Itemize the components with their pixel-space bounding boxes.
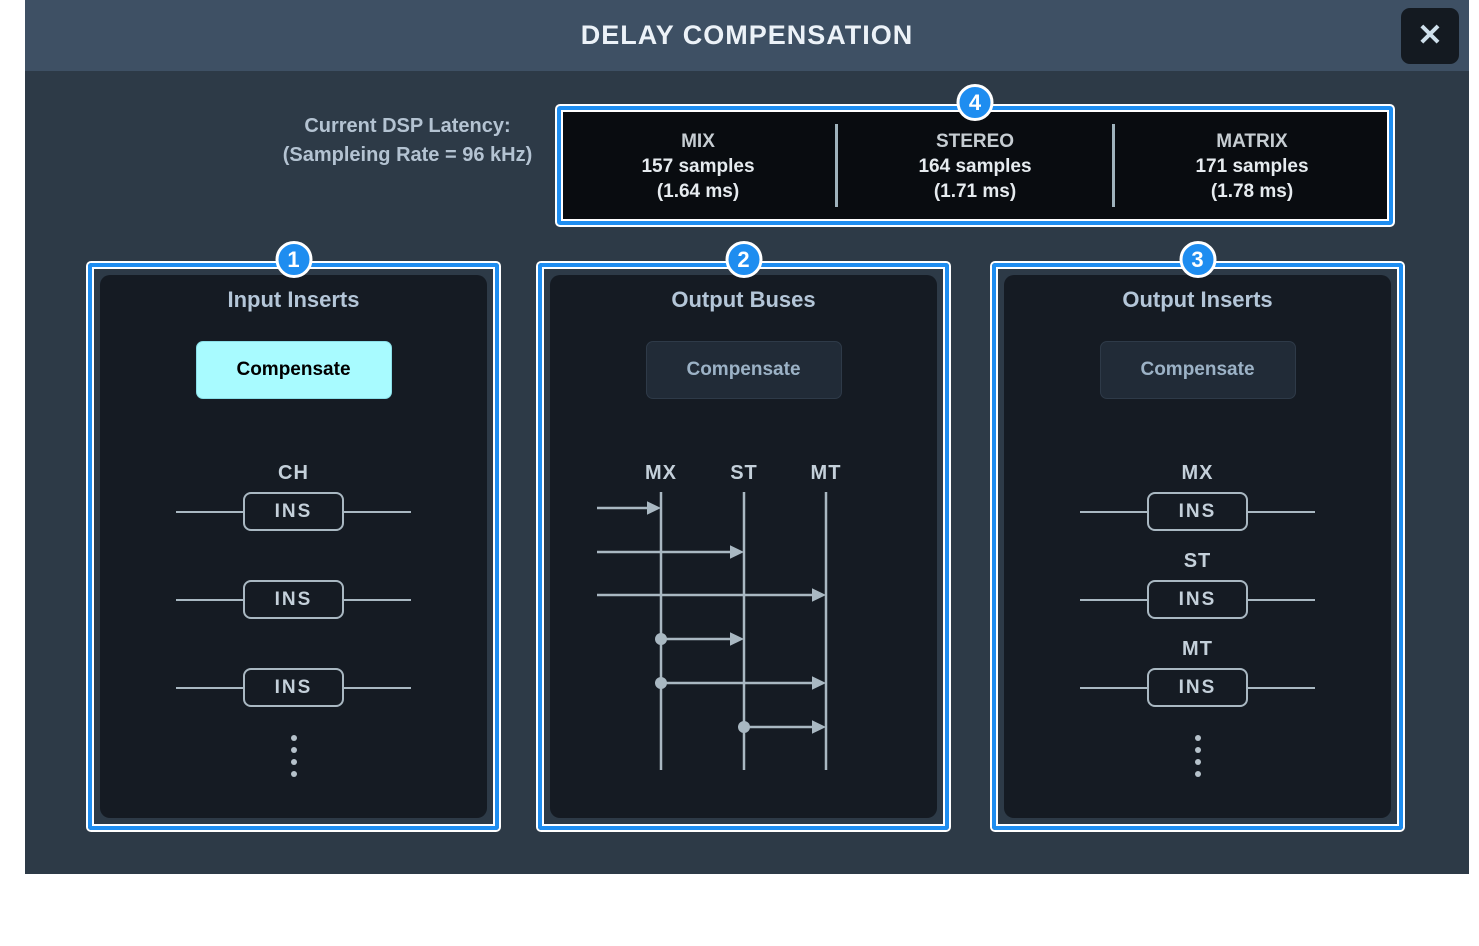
bus-label-st: ST (730, 462, 758, 484)
callout-badge-3: 3 (1179, 241, 1216, 278)
signal-wire (1080, 510, 1147, 513)
signal-wire (176, 510, 243, 513)
delay-compensation-dialog: DELAY COMPENSATION ✕ Current DSP Latency… (25, 0, 1469, 874)
output-buses-panel: 2 Output Buses Compensate MX ST MT (538, 241, 949, 830)
latency-ms-mix: (1.64 ms) (656, 180, 740, 202)
bus-label-mt: MT (810, 462, 842, 484)
signal-wire (1248, 510, 1315, 513)
column-divider (835, 124, 838, 207)
dsp-latency-panel: 4 MIX 157 samples (1.64 ms) STEREO 164 s… (557, 84, 1393, 225)
ins-block: INS (243, 580, 344, 619)
bus-name-stereo: STEREO (935, 130, 1015, 152)
output-inserts-title: Output Inserts (1122, 287, 1273, 312)
signal-wire (344, 510, 411, 513)
latency-column-matrix: MATRIX 171 samples (1.78 ms) (1115, 110, 1389, 221)
dsp-latency-label: Current DSP Latency: (Sampleing Rate = 9… (265, 112, 550, 170)
ins-block: INS (243, 668, 344, 707)
insert-block-row: INS (1080, 580, 1315, 619)
dsp-latency-label-line1: Current DSP Latency: (304, 115, 511, 137)
callout-badge-4: 4 (956, 84, 994, 121)
input-inserts-compensate-button[interactable]: Compensate (195, 341, 392, 399)
ins-block: INS (243, 492, 344, 531)
ins-row-label-mt: MT (1182, 638, 1213, 660)
dsp-latency-label-line2: (Sampleing Rate = 96 kHz) (282, 144, 533, 166)
close-button[interactable]: ✕ (1401, 8, 1459, 64)
signal-wire (176, 598, 243, 601)
output-buses-compensate-button[interactable]: Compensate (645, 341, 842, 399)
insert-block-row: INS (1080, 492, 1315, 531)
bus-name-mix: MIX (681, 130, 715, 152)
latency-column-mix: MIX 157 samples (1.64 ms) (561, 110, 835, 221)
signal-wire (1080, 598, 1147, 601)
latency-ms-stereo: (1.71 ms) (933, 180, 1017, 202)
insert-block-row: INS (176, 492, 411, 531)
bus-label-mx: MX (645, 462, 677, 484)
column-divider (1112, 124, 1115, 207)
callout-badge-1: 1 (275, 241, 312, 278)
insert-block-row: INS (1080, 668, 1315, 707)
close-icon: ✕ (1417, 19, 1443, 52)
signal-wire (1248, 598, 1315, 601)
signal-wire (1080, 686, 1147, 689)
latency-samples-stereo: 164 samples (918, 155, 1032, 177)
signal-wire (176, 686, 243, 689)
input-inserts-panel: 1 Input Inserts Compensate CH INS INS IN… (88, 241, 499, 830)
bus-routing-diagram (597, 492, 828, 770)
signal-wire (1248, 686, 1315, 689)
ins-row-label-st: ST (1183, 550, 1212, 572)
output-inserts-panel: 3 Output Inserts Compensate MX INS ST IN… (992, 241, 1403, 830)
ins-row-label-mx: MX (1181, 462, 1214, 484)
signal-wire (344, 598, 411, 601)
latency-column-stereo: STEREO 164 samples (1.71 ms) (838, 110, 1112, 221)
output-buses-title: Output Buses (671, 287, 816, 312)
latency-ms-matrix: (1.78 ms) (1210, 180, 1294, 202)
signal-wire (344, 686, 411, 689)
ins-block: INS (1147, 668, 1248, 707)
latency-samples-mix: 157 samples (641, 155, 755, 177)
bus-name-matrix: MATRIX (1216, 130, 1288, 152)
callout-badge-2: 2 (725, 241, 762, 278)
insert-block-row: INS (176, 580, 411, 619)
insert-block-row: INS (176, 668, 411, 707)
ellipsis-dots (92, 729, 495, 783)
latency-samples-matrix: 171 samples (1195, 155, 1309, 177)
output-inserts-compensate-button[interactable]: Compensate (1099, 341, 1296, 399)
ins-block: INS (1147, 492, 1248, 531)
ins-row-label: CH (278, 462, 309, 484)
ellipsis-dots (996, 729, 1399, 783)
dialog-titlebar: DELAY COMPENSATION ✕ (25, 0, 1469, 71)
ins-block: INS (1147, 580, 1248, 619)
dialog-title: DELAY COMPENSATION (580, 20, 914, 50)
input-inserts-title: Input Inserts (227, 287, 360, 312)
